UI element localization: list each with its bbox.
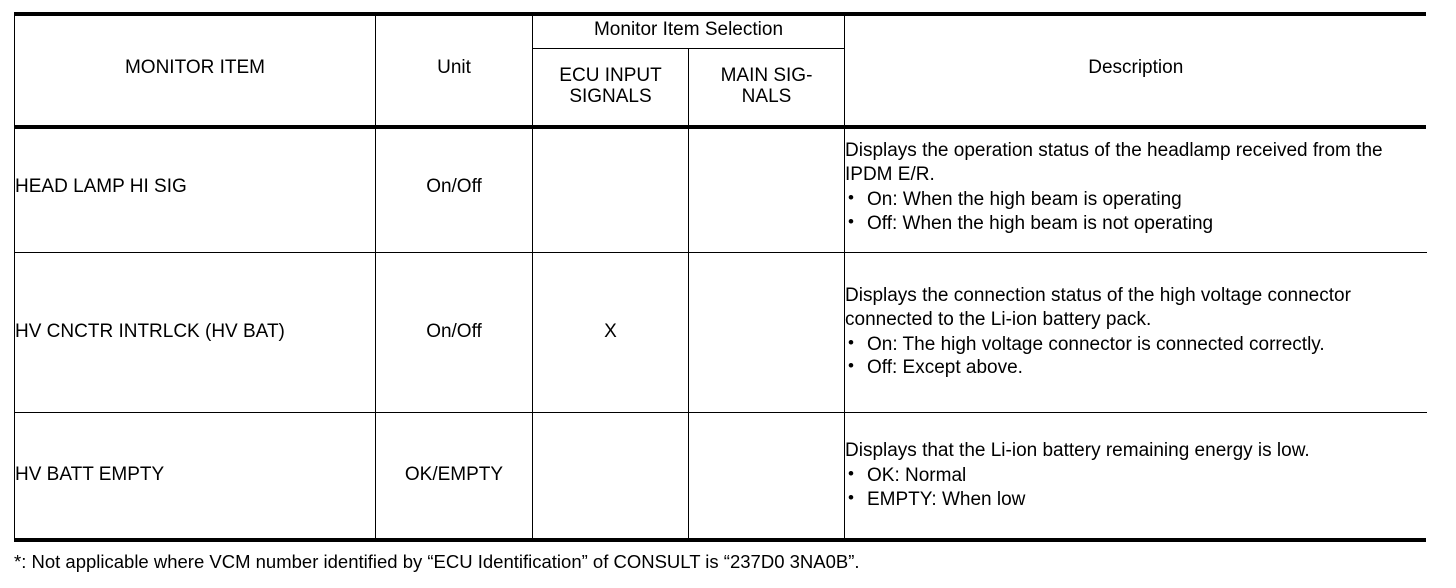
column-header-description: Description: [844, 12, 1427, 123]
table-row: HEAD LAMP HI SIG On/Off Displays the ope…: [14, 123, 1427, 252]
bullet-icon: •: [848, 487, 854, 507]
table-header: MONITOR ITEM Unit Monitor Item Selection…: [14, 12, 1427, 123]
table-row: HV BATT EMPTY OK/EMPTY Displays that the…: [14, 411, 1427, 538]
table-header-rule: [14, 125, 1426, 129]
cell-ecu-input-signals: X: [532, 251, 689, 412]
cell-main-signals: [688, 411, 845, 538]
list-item: • Off: Except above.: [845, 356, 1427, 380]
column-group-header-monitor-item-selection: Monitor Item Selection: [532, 12, 845, 49]
table-body: HEAD LAMP HI SIG On/Off Displays the ope…: [14, 123, 1427, 538]
cell-main-signals: [688, 123, 845, 252]
list-item: • OK: Normal: [845, 464, 1427, 488]
list-item-label: On: When the high beam is operating: [867, 188, 1182, 210]
list-item: • EMPTY: When low: [845, 488, 1427, 512]
footnote-text: *: Not applicable where VCM number ident…: [14, 551, 860, 572]
cell-description: Displays the operation status of the hea…: [844, 123, 1427, 252]
bullet-icon: •: [848, 356, 854, 376]
list-item-label: Off: When the high beam is not operating: [867, 212, 1214, 234]
bullet-icon: •: [848, 332, 854, 352]
monitor-item-table-container: MONITOR ITEM Unit Monitor Item Selection…: [14, 12, 1427, 538]
bullet-icon: •: [848, 187, 854, 207]
cell-main-signals: [688, 251, 845, 412]
cell-monitor-item: HV BATT EMPTY: [14, 411, 376, 538]
list-item: • On: When the high beam is operating: [845, 188, 1427, 212]
list-item: • On: The high voltage connector is conne…: [845, 333, 1427, 357]
list-item-label: Off: Except above.: [867, 357, 1023, 379]
cell-description: Displays the connection status of the hi…: [844, 251, 1427, 412]
list-item-label: OK: Normal: [867, 464, 967, 486]
cell-ecu-input-signals: [532, 411, 689, 538]
monitor-item-table: MONITOR ITEM Unit Monitor Item Selection…: [14, 12, 1427, 538]
cell-unit: On/Off: [375, 251, 533, 412]
bullet-icon: •: [848, 463, 854, 483]
description-bullet-list: • On: When the high beam is operating • Of…: [845, 188, 1427, 236]
cell-monitor-item: HV CNCTR INTRLCK (HV BAT): [14, 251, 376, 412]
bullet-icon: •: [848, 211, 854, 231]
table-row: HV CNCTR INTRLCK (HV BAT) On/Off X Displ…: [14, 251, 1427, 412]
cell-ecu-input-signals: [532, 123, 689, 252]
table-top-rule: [14, 12, 1426, 16]
table-bottom-rule: [14, 538, 1426, 542]
description-bullet-list: • OK: Normal • EMPTY: When low: [845, 464, 1427, 512]
description-lead-text: Displays that the Li-ion battery remaini…: [845, 439, 1310, 461]
cell-unit: On/Off: [375, 123, 533, 252]
column-header-unit: Unit: [375, 12, 533, 123]
list-item: • Off: When the high beam is not operatin…: [845, 212, 1427, 236]
list-item-label: On: The high voltage connector is connec…: [867, 333, 1325, 355]
list-item-label: EMPTY: When low: [867, 488, 1026, 510]
description-lead-text: Displays the operation status of the hea…: [845, 139, 1383, 185]
description-bullet-list: • On: The high voltage connector is conne…: [845, 333, 1427, 381]
description-lead-text: Displays the connection status of the hi…: [845, 284, 1351, 330]
header-row-top: MONITOR ITEM Unit Monitor Item Selection…: [14, 12, 1427, 123]
cell-description: Displays that the Li-ion battery remaini…: [844, 411, 1427, 538]
column-header-main-signals: MAIN SIG-NALS: [688, 48, 845, 123]
column-header-monitor-item: MONITOR ITEM: [14, 12, 376, 123]
cell-monitor-item: HEAD LAMP HI SIG: [14, 123, 376, 252]
cell-unit: OK/EMPTY: [375, 411, 533, 538]
